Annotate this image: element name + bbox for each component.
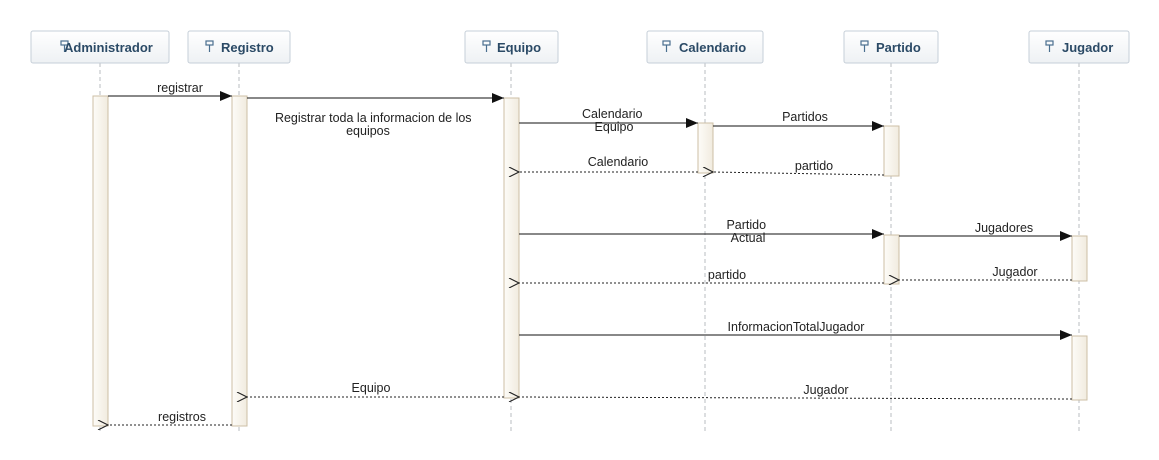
message-informacion-total-jugador[interactable]: InformacionTotalJugador — [519, 320, 1072, 340]
lifeline-registro[interactable]: Registro — [187, 30, 291, 64]
activation-partido-2 — [883, 234, 900, 285]
message-partidos[interactable]: Partidos — [713, 110, 884, 131]
lifeline-jugador[interactable]: Jugador — [1028, 30, 1130, 64]
activation-administrador — [92, 95, 109, 427]
message-label: partido — [795, 159, 833, 173]
lifeline-icon — [860, 40, 869, 52]
message-label: Partidos — [782, 110, 828, 124]
message-label-line: Partido — [726, 218, 766, 232]
message-return-partido-2[interactable]: partido — [519, 268, 884, 283]
activation-equipo — [503, 97, 520, 399]
lifeline-name: Jugador — [1062, 40, 1113, 55]
lifeline-name: Partido — [876, 40, 921, 55]
lifeline-calendario[interactable]: Calendario — [646, 30, 764, 64]
activation-partido-1 — [883, 125, 900, 177]
message-label-line: Calendario — [582, 107, 643, 121]
message-return-registros[interactable]: registros — [108, 410, 232, 425]
message-label: registrar — [157, 81, 203, 95]
lifeline-name: Calendario — [679, 40, 746, 55]
message-label-line: equipos — [346, 124, 390, 138]
activation-jugador-1 — [1071, 235, 1088, 282]
message-partido-actual[interactable]: Partido Actual — [519, 218, 884, 245]
message-return-partido-1[interactable]: partido — [713, 159, 885, 175]
message-label: InformacionTotalJugador — [728, 320, 865, 334]
lifeline-icon — [1045, 40, 1054, 52]
message-return-jugador-1[interactable]: Jugador — [899, 265, 1072, 280]
message-label: Calendario Equipo — [582, 107, 646, 134]
message-label: Calendario — [588, 155, 649, 169]
lifeline-administrador[interactable]: Administrador — [30, 30, 170, 64]
message-label: Jugadores — [975, 221, 1033, 235]
lifeline-name: Registro — [221, 40, 274, 55]
message-registrar[interactable]: registrar — [108, 81, 232, 101]
message-label: Jugador — [803, 383, 848, 397]
activation-jugador-2 — [1071, 335, 1088, 401]
lifeline-name: Equipo — [497, 40, 541, 55]
message-label-line: Actual — [731, 231, 766, 245]
message-label: Equipo — [352, 381, 391, 395]
message-calendario-equipo[interactable]: Calendario Equipo — [519, 107, 698, 134]
message-label: Registrar toda la informacion de los equ… — [275, 111, 475, 138]
message-registrar-informacion[interactable]: Registrar toda la informacion de los equ… — [247, 93, 504, 138]
lifeline-name: Administrador — [64, 40, 153, 55]
message-return-jugador-2[interactable]: Jugador — [519, 383, 1073, 399]
activation-calendario — [697, 122, 714, 174]
message-label-line: Registrar toda la informacion de los — [275, 111, 472, 125]
lifeline-icon — [60, 40, 69, 52]
lifeline-icon — [662, 40, 671, 52]
lifeline-equipo[interactable]: Equipo — [464, 30, 559, 64]
message-return-equipo[interactable]: Equipo — [247, 381, 504, 397]
message-return-calendario[interactable]: Calendario — [519, 155, 698, 172]
lifeline-icon — [482, 40, 491, 52]
message-label: partido — [708, 268, 746, 282]
message-label-line: Equipo — [595, 120, 634, 134]
message-jugadores[interactable]: Jugadores — [899, 221, 1072, 241]
message-label: Jugador — [992, 265, 1037, 279]
message-label: Partido Actual — [726, 218, 769, 245]
message-label: registros — [158, 410, 206, 424]
lifeline-partido[interactable]: Partido — [843, 30, 939, 64]
activation-registro — [231, 95, 248, 427]
lifeline-icon — [205, 40, 214, 52]
